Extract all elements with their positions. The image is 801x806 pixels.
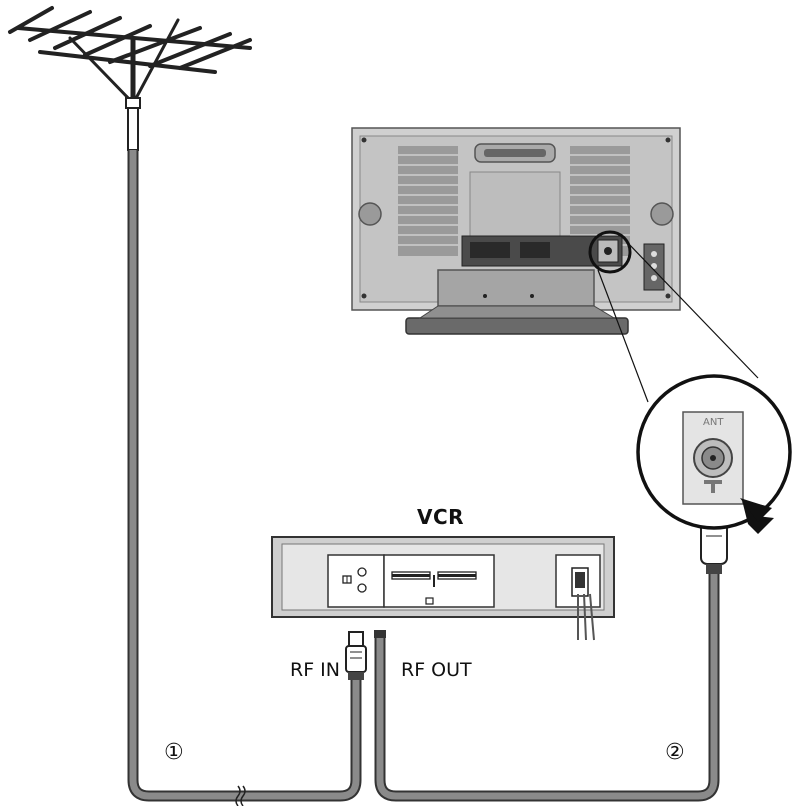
antenna-icon (8, 6, 252, 153)
cable-antenna-to-rf-in (127, 150, 362, 802)
rf-out-jack-end (374, 630, 386, 638)
rf-out-label: RF OUT (401, 659, 472, 681)
step-1-marker: ① (164, 740, 184, 765)
rf-in-plug (345, 631, 367, 680)
step-2-marker: ② (665, 740, 685, 765)
vcr-rear-panel-icon (271, 536, 615, 641)
ant-jack-zoom (636, 374, 792, 530)
antenna-clamp (125, 97, 141, 109)
tv-rear-panel-icon (351, 127, 681, 335)
rf-in-label: RF IN (290, 659, 340, 681)
ant-jack-highlight (588, 230, 632, 274)
cable-break-mark (235, 785, 246, 806)
zoom-line-lower (597, 269, 649, 403)
ant-jack-label: ANT (703, 417, 724, 428)
zoom-line-upper (624, 239, 759, 379)
antenna-mast-base (127, 107, 139, 151)
arrow-icon (740, 498, 774, 534)
vcr-label: VCR (417, 505, 465, 529)
